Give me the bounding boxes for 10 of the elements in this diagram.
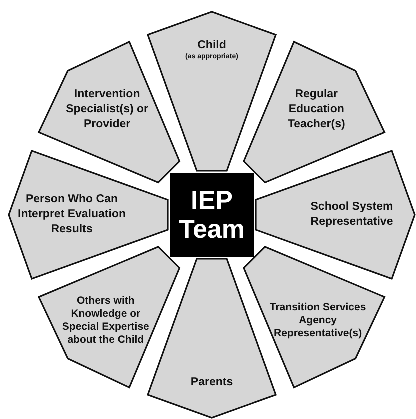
segment-label: Regular Education Teacher(s) bbox=[286, 88, 346, 133]
segment-label: Person Who Can Interpret Evaluation Results bbox=[17, 192, 127, 238]
segment-label: School System Representative bbox=[310, 200, 394, 230]
segment-label: Transition Services Agency Representative(s) bbox=[268, 301, 368, 341]
segment-label: Parents bbox=[190, 376, 234, 390]
segment-label: Intervention Specialist(s) or Provider bbox=[65, 88, 150, 133]
center-square bbox=[170, 173, 254, 257]
center-title: IEP Team bbox=[178, 186, 246, 244]
segment-label: Child bbox=[198, 38, 226, 53]
segment-label: Others with Knowledge or Special Expertise about the Child bbox=[61, 294, 150, 348]
